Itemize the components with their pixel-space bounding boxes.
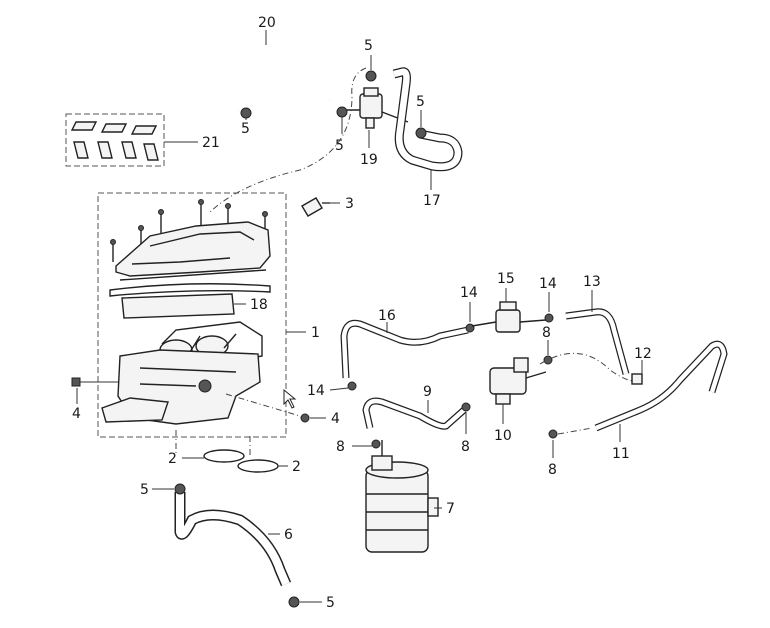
clamp-5-right bbox=[415, 127, 427, 139]
clamp-5-hose6-top bbox=[174, 483, 186, 495]
pointer-icon bbox=[283, 388, 297, 409]
callout-9: 9 bbox=[423, 384, 432, 400]
hose-17 bbox=[392, 67, 463, 172]
airbox-body bbox=[101, 349, 261, 425]
callout-2-a: 2 bbox=[168, 451, 177, 467]
callout-7: 7 bbox=[446, 501, 455, 517]
clamp-8-d bbox=[548, 429, 558, 439]
callout-15: 15 bbox=[497, 271, 515, 287]
hose-6 bbox=[174, 492, 292, 587]
bolt-4-left bbox=[71, 377, 118, 387]
callout-5-d: 5 bbox=[335, 138, 344, 154]
hose-13 bbox=[565, 308, 630, 375]
clamp-5-hose6-bottom bbox=[288, 596, 300, 608]
callout-8-b: 8 bbox=[461, 439, 470, 455]
hose-20 bbox=[198, 36, 332, 114]
callout-8-d: 8 bbox=[548, 462, 557, 478]
callout-16: 16 bbox=[378, 308, 396, 324]
hose-9 bbox=[362, 397, 467, 430]
valve-19 bbox=[338, 87, 409, 129]
hose-16 bbox=[340, 319, 469, 379]
callout-13: 13 bbox=[583, 274, 601, 290]
clamp-8-b bbox=[461, 402, 471, 412]
callout-5-f: 5 bbox=[326, 595, 335, 611]
callout-21: 21 bbox=[202, 135, 220, 151]
nut-4-right bbox=[300, 413, 310, 423]
callout-8-c: 8 bbox=[336, 439, 345, 455]
callout-2-b: 2 bbox=[292, 459, 301, 475]
callout-5-b: 5 bbox=[364, 38, 373, 54]
clamp-8-a bbox=[543, 355, 553, 365]
valve-15 bbox=[471, 301, 547, 333]
clamps-2 bbox=[203, 449, 279, 473]
callout-1: 1 bbox=[311, 325, 320, 341]
filter-pads-21 bbox=[65, 113, 165, 167]
clamp-14-c bbox=[347, 381, 357, 391]
callout-19: 19 bbox=[360, 152, 378, 168]
callout-5-c: 5 bbox=[416, 94, 425, 110]
clamp-8-c bbox=[371, 439, 381, 449]
callout-3: 3 bbox=[345, 196, 354, 212]
clamp-5-top bbox=[365, 70, 377, 82]
callout-11: 11 bbox=[612, 446, 630, 462]
callout-14-b: 14 bbox=[539, 276, 557, 292]
connector-12 bbox=[631, 373, 643, 385]
callout-10: 10 bbox=[494, 428, 512, 444]
canister-7 bbox=[365, 440, 439, 553]
sensor-3 bbox=[301, 197, 330, 217]
callout-14-a: 14 bbox=[460, 285, 478, 301]
callout-4-b: 4 bbox=[331, 411, 340, 427]
airbox-lid bbox=[115, 221, 271, 281]
callout-5-e: 5 bbox=[140, 482, 149, 498]
clamp-14-b bbox=[544, 313, 554, 323]
callout-12: 12 bbox=[634, 346, 652, 362]
callout-18: 18 bbox=[250, 297, 268, 313]
callout-4-a: 4 bbox=[72, 406, 81, 422]
callout-20: 20 bbox=[258, 15, 276, 31]
callout-8-a: 8 bbox=[542, 325, 551, 341]
callout-14-c: 14 bbox=[307, 383, 325, 399]
clamp-5-left bbox=[240, 107, 252, 119]
clamp-5-mid bbox=[336, 106, 348, 118]
callout-5-a: 5 bbox=[241, 121, 250, 137]
hose-11 bbox=[594, 340, 728, 432]
purge-valve-10 bbox=[489, 357, 547, 405]
callout-17: 17 bbox=[423, 193, 441, 209]
gasket-18 bbox=[109, 283, 271, 319]
airbox-group-box bbox=[97, 192, 287, 438]
callout-6: 6 bbox=[284, 527, 293, 543]
